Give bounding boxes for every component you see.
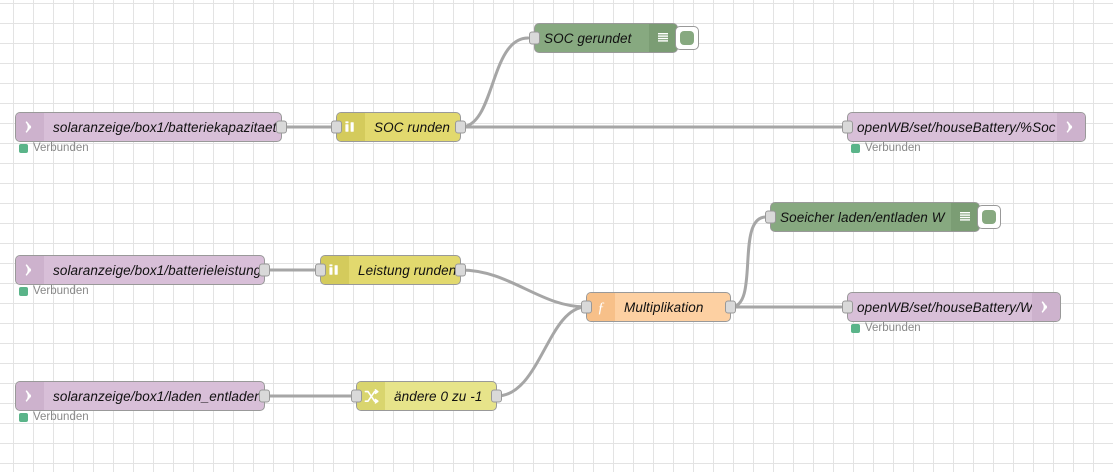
status-label: Verbunden bbox=[33, 285, 89, 297]
mqtt-antenna-icon bbox=[1032, 293, 1060, 321]
node-body[interactable]: ändere 0 zu -1 bbox=[385, 382, 496, 410]
node-label: solaranzeige/box1/laden_entladen bbox=[53, 388, 262, 404]
wire-soc-runden-to-debug bbox=[459, 36, 530, 129]
node-change-aendere-0-zu-minus-1[interactable]: ändere 0 zu -1 bbox=[351, 381, 502, 411]
node-mqtt-out-housebattery-w[interactable]: openWB/set/houseBattery/W bbox=[842, 292, 1061, 322]
node-status-mqtt-out-housebattery-soc: Verbunden bbox=[851, 142, 921, 154]
output-port[interactable] bbox=[491, 389, 502, 403]
status-dot bbox=[19, 412, 28, 422]
node-body[interactable]: Leistung runden bbox=[349, 256, 460, 284]
wire-multiplikation-to-debug bbox=[729, 215, 768, 309]
input-port[interactable] bbox=[351, 389, 362, 403]
node-status-mqtt-out-housebattery-w: Verbunden bbox=[851, 322, 921, 334]
mqtt-antenna-icon bbox=[16, 113, 44, 141]
node-body[interactable]: Soeicher laden/entladen W bbox=[771, 203, 951, 231]
node-label: solaranzeige/box1/batterieleistung bbox=[53, 262, 262, 278]
debug-toggle-button[interactable] bbox=[675, 26, 699, 50]
node-body[interactable]: solaranzeige/box1/batterieleistung bbox=[44, 256, 264, 284]
node-body[interactable]: solaranzeige/box1/laden_entladen bbox=[44, 382, 264, 410]
output-port[interactable] bbox=[455, 120, 466, 134]
node-function-multiplikation[interactable]: ƒ Multiplikation bbox=[581, 292, 736, 322]
node-debug-speicher-laden-entladen-w[interactable]: Soeicher laden/entladen W bbox=[765, 202, 1001, 232]
input-port[interactable] bbox=[842, 300, 853, 314]
node-label: SOC gerundet bbox=[544, 30, 632, 46]
mqtt-antenna-icon bbox=[1057, 113, 1085, 141]
node-label: Soeicher laden/entladen W bbox=[780, 209, 945, 225]
wire-leistung-runden-to-multiplikation bbox=[459, 268, 588, 309]
status-dot bbox=[851, 323, 860, 333]
node-mqtt-in-laden-entladen[interactable]: solaranzeige/box1/laden_entladen bbox=[15, 381, 270, 411]
node-debug-soc-gerundet[interactable]: SOC gerundet bbox=[529, 23, 699, 53]
output-port[interactable] bbox=[455, 263, 466, 277]
status-label: Verbunden bbox=[33, 411, 89, 423]
mqtt-antenna-icon bbox=[16, 382, 44, 410]
node-label: Multiplikation bbox=[624, 299, 704, 315]
node-range-leistung-runden[interactable]: Leistung runden bbox=[315, 255, 466, 285]
debug-toggle-button[interactable] bbox=[977, 205, 1001, 229]
node-label: solaranzeige/box1/batteriekapazitaet bbox=[53, 119, 277, 135]
node-body[interactable]: openWB/set/houseBattery/%Soc bbox=[848, 113, 1057, 141]
node-body[interactable]: solaranzeige/box1/batteriekapazitaet bbox=[44, 113, 281, 141]
mqtt-antenna-icon bbox=[16, 256, 44, 284]
debug-toggle-indicator bbox=[982, 210, 996, 224]
wire-change-to-multiplikation bbox=[495, 305, 588, 398]
input-port[interactable] bbox=[315, 263, 326, 277]
node-body[interactable]: openWB/set/houseBattery/W bbox=[848, 293, 1032, 321]
status-dot bbox=[19, 143, 28, 153]
input-port[interactable] bbox=[331, 120, 342, 134]
node-label: SOC runden bbox=[374, 119, 451, 135]
status-label: Verbunden bbox=[33, 142, 89, 154]
node-status-mqtt-in-laden-entladen: Verbunden bbox=[19, 411, 89, 423]
debug-list-icon bbox=[951, 203, 979, 231]
status-label: Verbunden bbox=[865, 142, 921, 154]
input-port[interactable] bbox=[842, 120, 853, 134]
node-label: openWB/set/houseBattery/%Soc bbox=[857, 119, 1056, 135]
node-label: openWB/set/houseBattery/W bbox=[857, 299, 1032, 315]
range-icon bbox=[337, 113, 365, 141]
node-label: Leistung runden bbox=[358, 262, 457, 278]
input-port[interactable] bbox=[529, 31, 540, 45]
node-range-soc-runden[interactable]: SOC runden bbox=[331, 112, 466, 142]
input-port[interactable] bbox=[765, 210, 776, 224]
node-mqtt-in-batteriekapazitaet[interactable]: solaranzeige/box1/batteriekapazitaet bbox=[15, 112, 287, 142]
node-body[interactable]: Multiplikation bbox=[615, 293, 730, 321]
status-label: Verbunden bbox=[865, 322, 921, 334]
node-mqtt-in-batterieleistung[interactable]: solaranzeige/box1/batterieleistung bbox=[15, 255, 270, 285]
node-status-mqtt-in-batterieleistung: Verbunden bbox=[19, 285, 89, 297]
node-body[interactable]: SOC gerundet bbox=[535, 24, 649, 52]
output-port[interactable] bbox=[259, 389, 270, 403]
node-label: ändere 0 zu -1 bbox=[394, 388, 483, 404]
node-status-mqtt-in-batteriekapazitaet: Verbunden bbox=[19, 142, 89, 154]
status-dot bbox=[851, 143, 860, 153]
output-port[interactable] bbox=[276, 120, 287, 134]
svg-text:ƒ: ƒ bbox=[597, 300, 605, 316]
node-mqtt-out-housebattery-soc[interactable]: openWB/set/houseBattery/%Soc bbox=[842, 112, 1086, 142]
output-port[interactable] bbox=[259, 263, 270, 277]
status-dot bbox=[19, 286, 28, 296]
node-body[interactable]: SOC runden bbox=[365, 113, 460, 141]
debug-list-icon bbox=[649, 24, 677, 52]
input-port[interactable] bbox=[581, 300, 592, 314]
output-port[interactable] bbox=[725, 300, 736, 314]
debug-toggle-indicator bbox=[680, 31, 694, 45]
